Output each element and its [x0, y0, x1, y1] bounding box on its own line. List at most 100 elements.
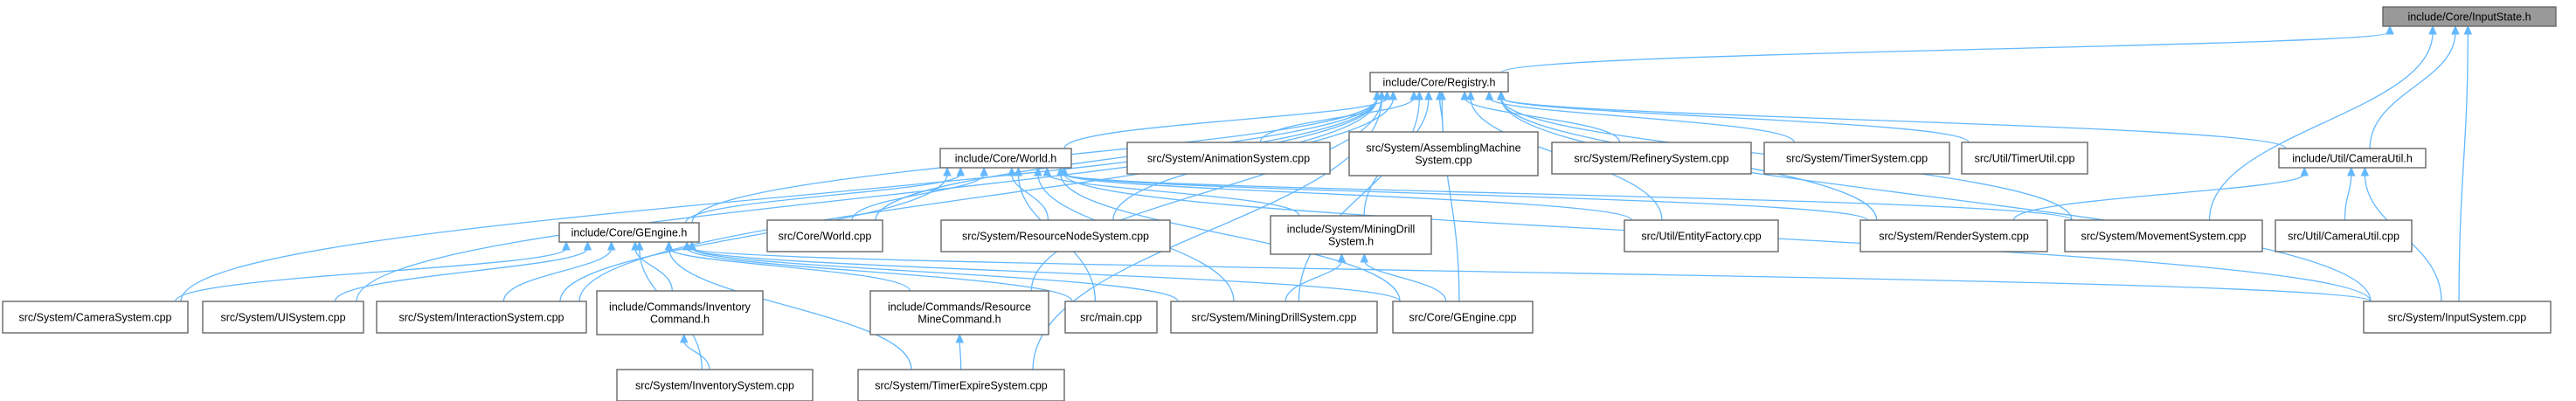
node-box-inputstate: [2382, 6, 2557, 27]
node-box-uisys: [202, 301, 364, 334]
arrowhead-registry: [1466, 90, 1475, 100]
edge-resmine_h-to-registry: [1030, 97, 1382, 292]
arrowhead-gengine_h: [634, 240, 644, 251]
node-miningdrill_h[interactable]: include/System/MiningDrillSystem.h: [1270, 215, 1432, 255]
node-label-inputsys: src/System/InputSystem.cpp: [2388, 312, 2526, 324]
node-label-camutil_h: include/Util/CameraUtil.h: [2292, 153, 2413, 165]
node-uisys[interactable]: src/System/UISystem.cpp: [202, 301, 364, 334]
node-inventory[interactable]: src/System/InventorySystem.cpp: [616, 369, 814, 401]
node-interaction[interactable]: src/System/InteractionSystem.cpp: [376, 301, 587, 334]
node-entityfactory[interactable]: src/Util/EntityFactory.cpp: [1624, 219, 1779, 252]
node-label-timerexpire: src/System/TimerExpireSystem.cpp: [875, 380, 1048, 392]
node-box-registry: [1369, 72, 1509, 93]
edge-inputsys-to-inputstate: [2458, 31, 2469, 302]
node-box-resmine_h: [869, 290, 1049, 335]
edge-camutil_cpp-to-camutil_h: [2344, 173, 2352, 221]
node-box-render: [1859, 219, 2048, 252]
node-timerutil[interactable]: src/Util/TimerUtil.cpp: [1961, 142, 2088, 175]
arrowhead-gengine_h: [682, 240, 691, 251]
node-box-entityfactory: [1624, 219, 1779, 252]
node-label-miningdrill_h: include/System/MiningDrill: [1287, 224, 1416, 236]
arrowhead-gengine_h: [664, 240, 674, 251]
node-world_h[interactable]: include/Core/World.h: [939, 148, 1072, 169]
node-box-camutil_cpp: [2275, 219, 2413, 252]
edge-miningdrill_cpp-to-gengine_h: [691, 247, 1179, 302]
node-camsys[interactable]: src/System/CameraSystem.cpp: [2, 301, 189, 334]
node-label-interaction: src/System/InteractionSystem.cpp: [399, 312, 564, 324]
arrowhead-invcmd_h: [680, 333, 689, 343]
node-box-timerutil: [1961, 142, 2088, 175]
node-box-invcmd_h: [596, 290, 764, 335]
edge-interaction-to-gengine_h: [502, 247, 613, 302]
node-box-world_h: [939, 148, 1072, 169]
node-box-world_cpp: [766, 219, 883, 252]
graph-edges: [175, 24, 2473, 370]
edge-inventory-to-invcmd_h: [683, 340, 710, 370]
edge-interaction-to-world_h: [559, 173, 948, 302]
node-gengine_cpp[interactable]: src/Core/GEngine.cpp: [1392, 301, 1534, 334]
edge-uisys-to-gengine_h: [334, 247, 589, 302]
node-main[interactable]: src/main.cpp: [1064, 301, 1158, 334]
arrowhead-world_h: [1042, 166, 1052, 176]
node-box-refinery: [1551, 142, 1752, 175]
arrowhead-miningdrill_h: [1337, 252, 1347, 263]
node-box-inventory: [616, 369, 814, 401]
arrowhead-gengine_h: [688, 240, 696, 251]
arrowhead-camutil_h: [2300, 166, 2309, 176]
node-label-resmine_h: MineCommand.h: [918, 314, 1001, 326]
edge-entityfactory-to-world_h: [1063, 173, 1632, 221]
edge-resnode-to-world_h: [1011, 173, 1049, 221]
node-label-assembling: src/System/AssemblingMachine: [1366, 142, 1520, 155]
node-refinery[interactable]: src/System/RefinerySystem.cpp: [1551, 142, 1752, 175]
edge-invcmd_h-to-gengine_h: [634, 247, 673, 292]
node-world_cpp[interactable]: src/Core/World.cpp: [766, 219, 883, 252]
arrowhead-registry: [1409, 90, 1418, 100]
node-gengine_h[interactable]: include/Core/GEngine.h: [558, 222, 700, 243]
node-box-timersys: [1763, 142, 1950, 175]
node-inputsys[interactable]: src/System/InputSystem.cpp: [2363, 301, 2552, 334]
arrowhead-world_h: [1008, 166, 1016, 176]
arrowhead-gengine_h: [583, 240, 592, 251]
node-label-inventory: src/System/InventorySystem.cpp: [635, 380, 794, 392]
node-label-invcmd_h: Command.h: [650, 314, 710, 326]
arrowhead-world_h: [1060, 166, 1069, 176]
node-box-inputsys: [2363, 301, 2552, 334]
node-anim[interactable]: src/System/AnimationSystem.cpp: [1126, 142, 1331, 175]
node-registry[interactable]: include/Core/Registry.h: [1369, 72, 1509, 93]
edge-movement-to-inputstate: [2208, 31, 2434, 221]
edge-timerexpire-to-resmine_h: [959, 340, 962, 370]
edge-inputsys-to-registry: [1500, 97, 2372, 302]
node-timersys[interactable]: src/System/TimerSystem.cpp: [1763, 142, 1950, 175]
arrowhead-resmine_h: [955, 333, 965, 343]
node-camutil_h[interactable]: include/Util/CameraUtil.h: [2278, 148, 2427, 169]
edge-uisys-to-registry: [356, 97, 1378, 302]
node-render[interactable]: src/System/RenderSystem.cpp: [1859, 219, 2048, 252]
arrowhead-registry: [1388, 90, 1398, 100]
node-movement[interactable]: src/System/MovementSystem.cpp: [2064, 219, 2263, 252]
node-box-movement: [2064, 219, 2263, 252]
node-inputstate[interactable]: include/Core/InputState.h: [2382, 6, 2557, 27]
node-label-refinery: src/System/RefinerySystem.cpp: [1574, 153, 1728, 165]
node-camutil_cpp[interactable]: src/Util/CameraUtil.cpp: [2275, 219, 2413, 252]
graph-nodes: include/Core/InputState.h include/Core/Re…: [2, 6, 2557, 401]
edge-movement-to-world_h: [1063, 173, 2073, 221]
node-box-timerexpire: [857, 369, 1065, 401]
edge-anim-to-registry: [1259, 97, 1415, 143]
node-box-camutil_h: [2278, 148, 2427, 169]
arrowhead-registry: [1497, 90, 1506, 100]
edge-gengine_cpp-to-registry: [1441, 97, 1460, 302]
node-resnode[interactable]: src/System/ResourceNodeSystem.cpp: [940, 219, 1171, 252]
arrowhead-inputstate: [2428, 24, 2437, 35]
node-box-assembling: [1348, 131, 1539, 176]
edge-render-to-camutil_h: [2012, 173, 2305, 221]
node-box-interaction: [376, 301, 587, 334]
node-miningdrill_cpp[interactable]: src/System/MiningDrillSystem.cpp: [1170, 301, 1378, 334]
arrowhead-world_h: [1014, 166, 1023, 176]
node-timerexpire[interactable]: src/System/TimerExpireSystem.cpp: [857, 369, 1065, 401]
arrowhead-registry: [1424, 90, 1433, 100]
node-label-miningdrill_h: System.h: [1328, 236, 1374, 248]
